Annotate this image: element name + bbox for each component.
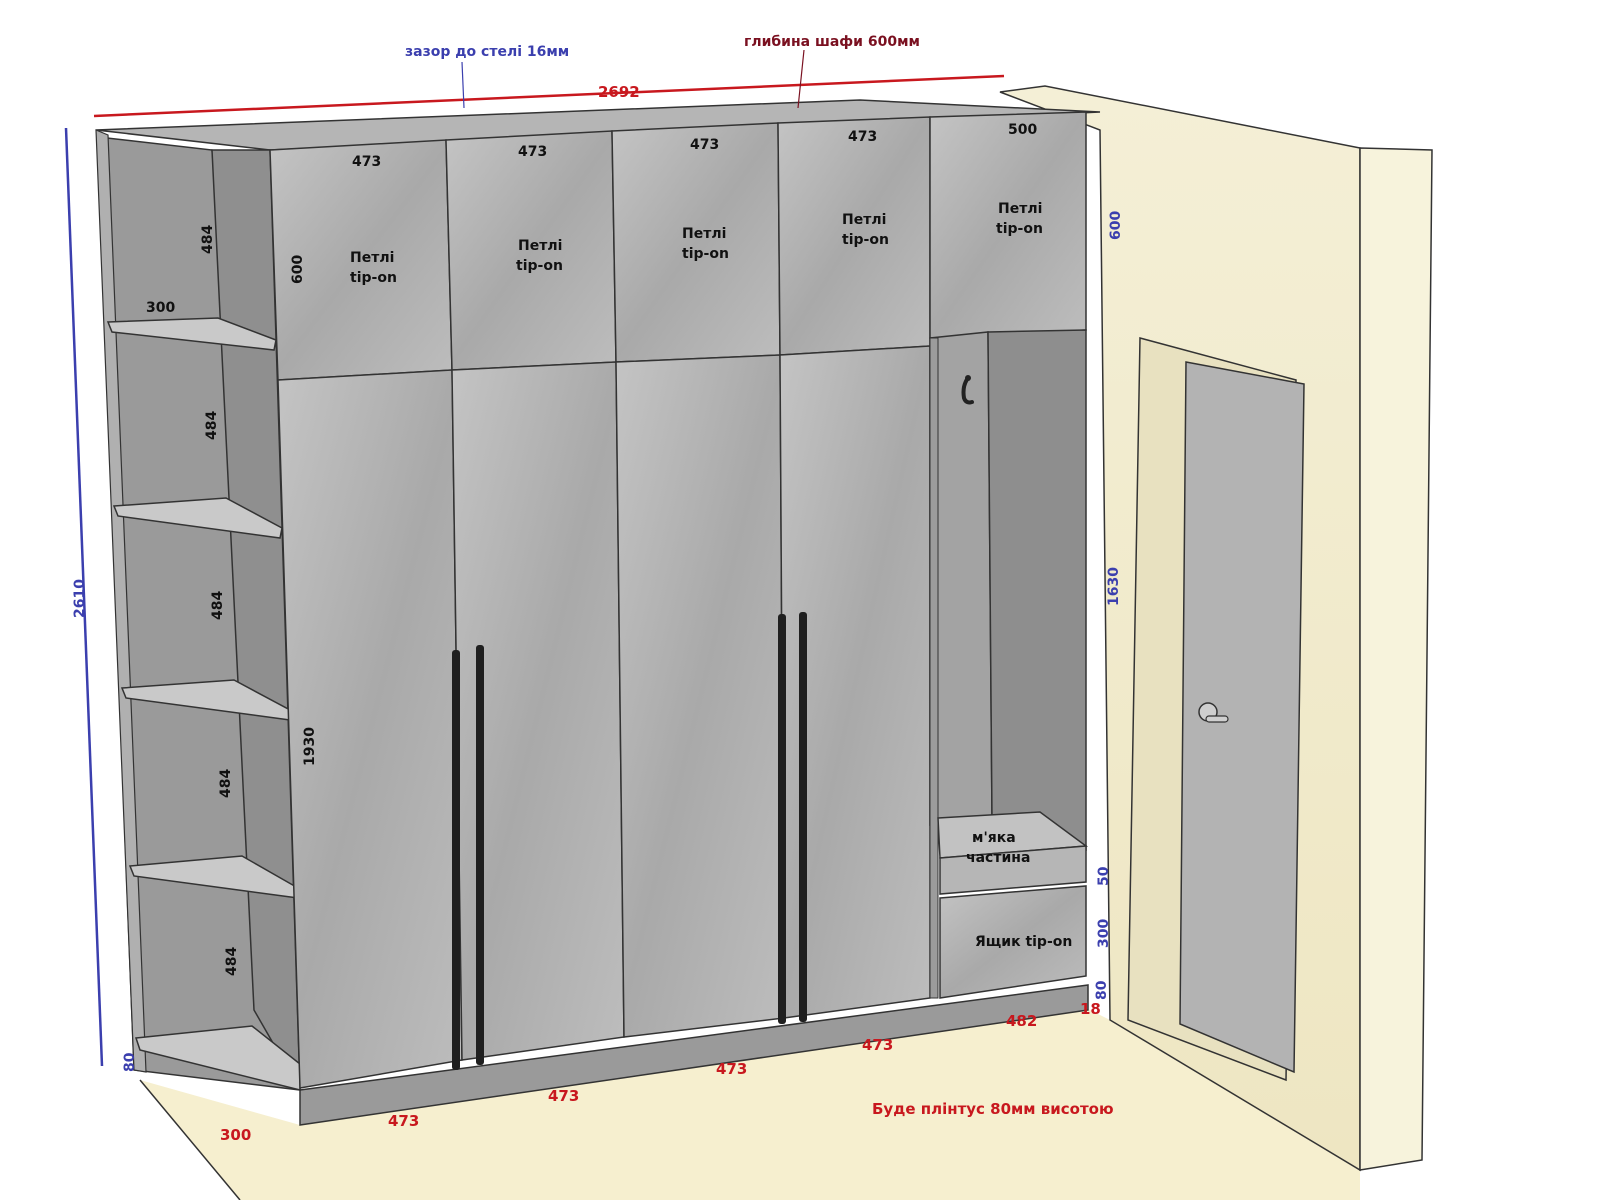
soft-part-label-1: м'яка <box>972 830 1016 846</box>
total-width-label: 2692 <box>598 83 640 101</box>
niche-side <box>987 329 1087 852</box>
total-height-line <box>64 127 104 1067</box>
svg-text:Петлі: Петлі <box>350 250 394 266</box>
svg-text:Петлі: Петлі <box>998 201 1042 217</box>
soft-height-label: 50 <box>1096 866 1112 886</box>
shelf-height-4: 484 <box>218 769 234 798</box>
plinth <box>299 984 1089 1126</box>
coat-hook-icon <box>961 375 974 405</box>
door-handles <box>452 612 807 1070</box>
upper-doors <box>269 111 1087 381</box>
svg-text:Петлі: Петлі <box>518 238 562 254</box>
niche-left-panel <box>929 337 939 999</box>
upper-door-3[interactable] <box>611 122 781 363</box>
top-width-2: 473 <box>518 144 547 160</box>
shelf-height-2: 484 <box>204 411 220 440</box>
top-width-1: 473 <box>352 154 381 170</box>
svg-text:tip-on: tip-on <box>682 246 729 262</box>
svg-text:tip-on: tip-on <box>842 232 889 248</box>
shelf-unit-left-edge <box>95 129 147 1073</box>
gap-leader <box>461 61 465 109</box>
bottom-depth-label: 300 <box>220 1126 251 1144</box>
shelf-height-3: 484 <box>210 591 226 620</box>
handle[interactable] <box>778 614 786 1024</box>
upper-door-label-5: Петлі tip-on <box>996 201 1043 237</box>
upper-door-label-1: Петлі tip-on <box>350 250 397 286</box>
handle[interactable] <box>799 612 807 1022</box>
top-width-5: 500 <box>1008 122 1037 138</box>
svg-text:Петлі: Петлі <box>842 212 886 228</box>
svg-text:tip-on: tip-on <box>516 258 563 274</box>
upper-door-label-3: Петлі tip-on <box>682 226 729 262</box>
floor <box>140 1000 1360 1200</box>
drawer-height-label: 300 <box>1096 919 1112 948</box>
tall-doors <box>277 345 931 1089</box>
top-height-right: 600 <box>1108 211 1124 240</box>
shelf-height-1: 484 <box>200 225 216 254</box>
top-height-left: 600 <box>290 255 306 284</box>
room-door <box>1179 361 1305 1074</box>
upper-door-label-2: Петлі tip-on <box>516 238 563 274</box>
ceiling-gap-note: зазор до стелі 16мм <box>405 44 569 60</box>
total-width-line <box>93 74 1005 118</box>
side-thickness-label: 18 <box>1080 1000 1101 1018</box>
handle[interactable] <box>476 645 484 1065</box>
shelf-height-5: 484 <box>224 947 240 976</box>
wall-end-face <box>1359 147 1433 1171</box>
svg-text:tip-on: tip-on <box>996 221 1043 237</box>
upper-door-label-4: Петлі tip-on <box>842 212 889 248</box>
bottom-width-3: 473 <box>716 1060 747 1078</box>
drawer-front[interactable] <box>939 885 1087 999</box>
door-handle-icon <box>1198 702 1229 723</box>
svg-text:tip-on: tip-on <box>350 270 397 286</box>
floor-edge <box>139 1079 241 1200</box>
shelves <box>106 317 301 1091</box>
bottom-width-1: 473 <box>388 1112 419 1130</box>
shelf <box>112 497 283 539</box>
niche-back <box>929 331 993 826</box>
soft-seat-front <box>939 845 1087 895</box>
depth-leader <box>797 49 805 109</box>
svg-text:Петлі: Петлі <box>682 226 726 242</box>
soft-part-label-2: частина <box>966 850 1030 866</box>
top-width-4: 473 <box>848 129 877 145</box>
bottom-width-2: 473 <box>548 1087 579 1105</box>
niche-height-label: 1630 <box>1106 567 1122 606</box>
shelf <box>106 317 277 351</box>
shelf-depth-label: 300 <box>146 300 175 316</box>
door-height-label: 1930 <box>302 727 318 766</box>
plinth-left-label: 80 <box>122 1052 138 1072</box>
plinth-note: Буде плінтус 80мм висотою <box>872 1100 1114 1118</box>
drawer-label: Ящик tip-on <box>975 934 1072 950</box>
handle[interactable] <box>452 650 460 1070</box>
bottom-width-4: 473 <box>862 1036 893 1054</box>
tall-door-3[interactable] <box>615 354 785 1038</box>
cabinet-depth-note: глибина шафи 600мм <box>744 34 920 50</box>
top-width-3: 473 <box>690 137 719 153</box>
total-height-label: 2610 <box>72 579 88 618</box>
plinth-right-label: 80 <box>1094 980 1110 1000</box>
bottom-width-5: 482 <box>1006 1012 1037 1030</box>
